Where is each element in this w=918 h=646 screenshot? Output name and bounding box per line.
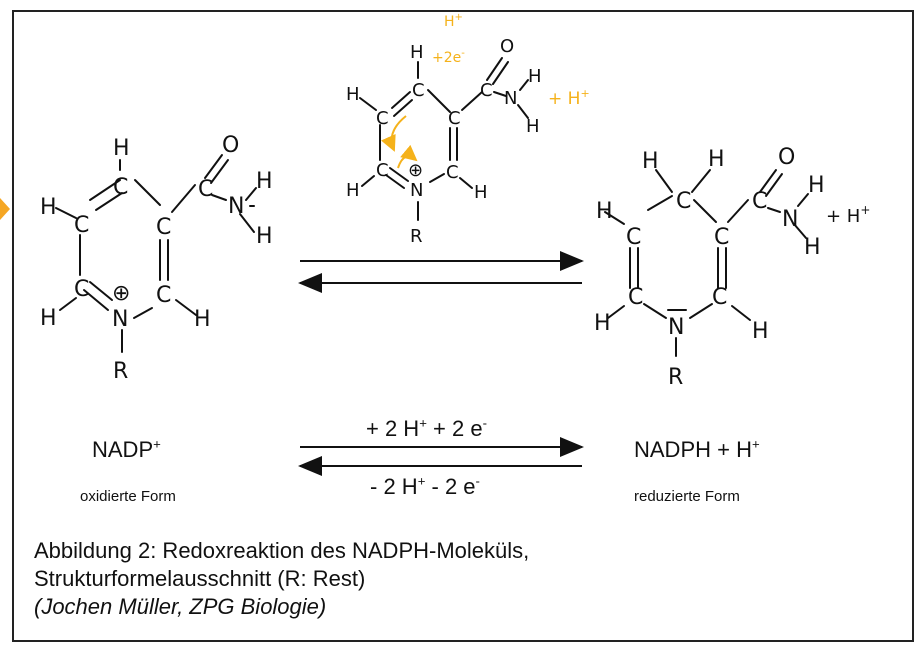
figure-frame [12,10,914,642]
svg-text:C: C [448,108,461,129]
caption-source: (Jochen Müller, ZPG Biologie) [34,594,327,619]
svg-text:C: C [714,225,729,250]
svg-text:H: H [752,319,769,344]
caption-line-1: Abbildung 2: Redoxreaktion des NADPH-Mol… [34,538,530,563]
svg-text:C: C [712,285,727,310]
svg-text:H: H [528,66,542,87]
svg-text:C: C [376,108,389,129]
intermediate-structure [359,57,529,221]
svg-text:H: H [708,147,725,172]
svg-text:+ H+: + H+ [548,87,590,109]
svg-text:+ H+: + H+ [826,203,870,227]
nadp-structure [55,154,257,353]
svg-text:R: R [113,359,128,384]
svg-text:O: O [222,133,239,158]
svg-text:H: H [346,180,360,201]
svg-text:H: H [40,195,57,220]
nadp-atoms: H C H C C C O N H H C C H N ⊕ H R [40,133,273,384]
caption-line-2: Strukturformelausschnitt (R: Rest) [34,566,366,591]
intermediate-orange-labels: H+ +2e- + H+ [432,12,590,109]
electron-arrow-2 [397,144,418,169]
svg-text:C: C [376,160,389,181]
nadph-atoms: H H C H C C C O N H H C C H N H R + H+ [594,145,870,390]
svg-text:⊕: ⊕ [112,281,130,306]
svg-text:H+: H+ [444,12,463,30]
svg-text:H: H [256,224,273,249]
svg-text:N: N [410,180,423,201]
svg-text:H: H [113,136,130,161]
svg-text:⊕: ⊕ [408,160,423,181]
svg-text:O: O [778,145,795,170]
electron-arrow-1 [381,115,407,152]
svg-text:C: C [74,277,89,302]
svg-text:H: H [596,199,613,224]
backward-reaction-label: - 2 H+ - 2 e- [370,473,480,499]
svg-text:H: H [474,182,488,203]
svg-text:N: N [668,315,684,340]
svg-text:N: N [782,207,798,232]
svg-text:H: H [410,42,424,63]
svg-text:C: C [676,189,691,214]
svg-text:H: H [194,307,211,332]
svg-text:C: C [113,175,128,200]
nadph-form-label: reduzierte Form [634,488,740,505]
figure-caption: Abbildung 2: Redoxreaktion des NADPH-Mol… [34,537,529,621]
svg-text:R: R [668,365,683,390]
nadph-label: NADPH + H+ [634,436,760,462]
nadph-structure [604,169,809,357]
svg-text:C: C [752,189,767,214]
svg-text:C: C [628,285,643,310]
svg-text:R: R [410,226,423,247]
svg-text:H: H [808,173,825,198]
svg-text:C: C [156,283,171,308]
svg-text:C: C [198,177,213,202]
intermediate-atoms: H H C C C C O N H H C C H N ⊕ H R [346,36,542,247]
svg-text:O: O [500,36,514,57]
svg-text:C: C [156,215,171,240]
svg-text:C: C [412,80,425,101]
svg-text:C: C [480,80,493,101]
svg-text:C: C [446,162,459,183]
svg-text:H: H [40,306,57,331]
svg-text:N: N [504,88,517,109]
svg-text:H: H [256,169,273,194]
svg-text:H: H [526,116,540,137]
orange-marker [0,198,10,220]
nadp-label: NADP+ [92,436,161,462]
nadp-form-label: oxidierte Form [80,488,176,505]
svg-text:C: C [74,213,89,238]
svg-text:H: H [642,149,659,174]
svg-text:H: H [346,84,360,105]
svg-text:N: N [228,194,244,219]
svg-text:C: C [626,225,641,250]
svg-text:N: N [112,307,128,332]
forward-reaction-label: + 2 H+ + 2 e- [366,415,487,441]
svg-text:H: H [804,235,821,260]
svg-text:+2e-: +2e- [432,48,465,66]
svg-text:H: H [594,311,611,336]
